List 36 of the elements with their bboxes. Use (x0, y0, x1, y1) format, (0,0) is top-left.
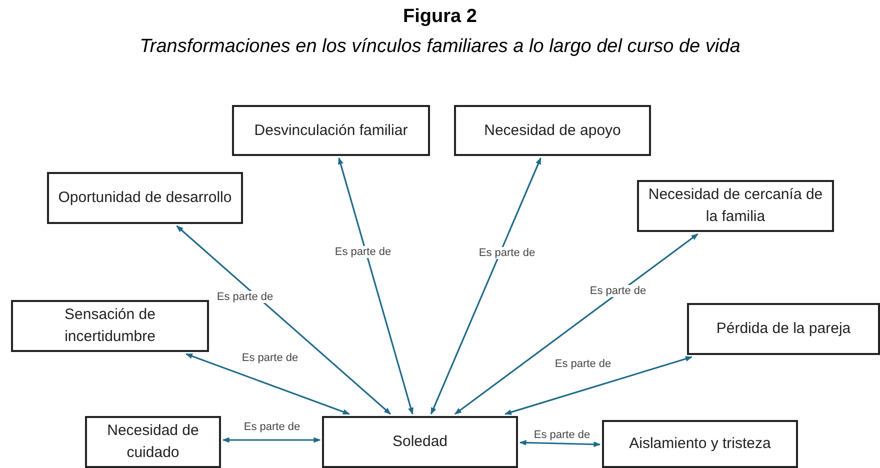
box-label: Necesidad de apoyo (483, 120, 622, 141)
figure-caption: Transformaciones en los vínculos familiares a lo largo del curso de vida (138, 36, 742, 58)
edge-label: Es parte de (242, 421, 302, 433)
box-label: Pérdida de la pareja (715, 319, 852, 340)
edge-label: Es parte de (554, 358, 612, 370)
double-arrow (176, 225, 391, 415)
figure-title: Figura 2 (402, 6, 478, 28)
box-label: Oportunidad de desarrollo (57, 188, 233, 208)
box-label: Aislamiento y tristeza (628, 434, 772, 454)
concept-box (454, 105, 651, 156)
edge-label: Es parte de (478, 247, 536, 259)
concept-box (47, 172, 243, 224)
box-label: Necesidad de cercanía de la familia (647, 185, 824, 227)
edge-label: Es parte de (588, 285, 648, 297)
concept-box (602, 420, 798, 468)
box-label: Desvinculación familiar (253, 120, 409, 141)
double-arrow (222, 437, 321, 443)
edge-label: Es parte de (240, 352, 300, 364)
double-arrow (338, 157, 414, 415)
edge-label: Es parte de (532, 429, 592, 441)
concept-box (11, 300, 209, 352)
edge-label: Es parte de (216, 291, 274, 303)
double-arrow (504, 356, 692, 415)
concept-box (637, 180, 834, 232)
box-label: Sensación de incertidumbre (64, 305, 156, 347)
double-arrow (454, 233, 698, 415)
edge-label: Es parte de (334, 246, 392, 258)
box-label: Soledad (391, 432, 449, 452)
concept-box (322, 416, 518, 468)
concept-box (687, 303, 880, 355)
box-label: Necesidad de cuidado (106, 421, 200, 463)
concept-box (232, 105, 430, 156)
double-arrow (185, 353, 350, 415)
double-arrow (519, 440, 601, 448)
concept-box (85, 416, 221, 468)
double-arrow (430, 157, 542, 415)
